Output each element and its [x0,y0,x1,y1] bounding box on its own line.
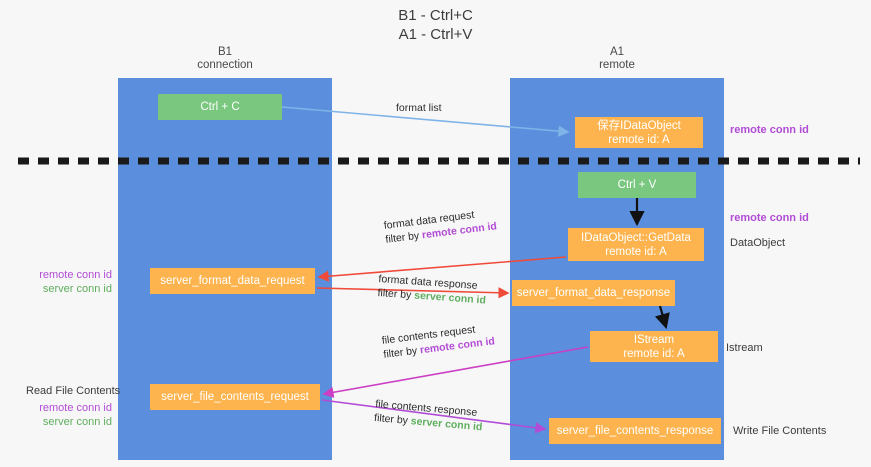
filter-key-server-conn-id: server conn id [413,289,487,307]
node-server-file-contents-response[interactable]: server_file_contents_response [549,418,721,444]
lane-header-b1: B1 connection [197,46,253,71]
node-server-format-data-response[interactable]: server_format_data_response [512,280,675,306]
diagram-title: B1 - Ctrl+C A1 - Ctrl+V [398,7,473,43]
node-istream[interactable]: IStream remote id: A [590,331,718,362]
annotation-server-conn-id: server conn id [42,283,112,295]
annotation-server-conn-id: server conn id [42,416,112,428]
caption-format-data-response: format data response filter by server co… [377,272,487,308]
annotation-write-file-contents: Write File Contents [733,425,827,437]
annotation-remote-conn-id-top: remote conn id [730,124,809,136]
caption-format-list: format list [396,102,442,114]
annotation-istream: Istream [726,342,763,354]
caption-format-data-request: format data request filter by remote con… [383,205,498,246]
filter-prefix: filter by [384,229,423,246]
node-ctrl-v[interactable]: Ctrl + V [578,172,696,198]
filter-prefix: filter by [377,286,415,302]
annotation-read-file-contents: Read File Contents [26,385,121,397]
annotation-remote-conn-id: remote conn id [39,402,112,414]
lane-header-a1: A1 remote [599,46,635,71]
caption-file-contents-response: file contents response filter by server … [374,397,485,434]
caption-file-contents-request: file contents request filter by remote c… [381,320,496,361]
node-ctrl-c[interactable]: Ctrl + C [158,94,282,120]
node-server-format-data-request[interactable]: server_format_data_request [150,268,315,294]
annotation-left-conn-ids-2: remote conn id server conn id [22,401,112,429]
node-save-idataobject[interactable]: 保存IDataObject remote id: A [575,117,703,148]
filter-prefix: filter by [373,411,412,428]
filter-prefix: filter by [382,344,421,361]
annotation-left-conn-ids: remote conn id server conn id [22,268,112,296]
annotation-remote-conn-id-mid: remote conn id [730,212,809,224]
node-server-file-contents-request[interactable]: server_file_contents_request [150,384,320,410]
annotation-remote-conn-id: remote conn id [39,269,112,281]
annotation-dataobject: DataObject [730,237,786,249]
node-idataobject-getdata[interactable]: IDataObject::GetData remote id: A [568,228,704,261]
